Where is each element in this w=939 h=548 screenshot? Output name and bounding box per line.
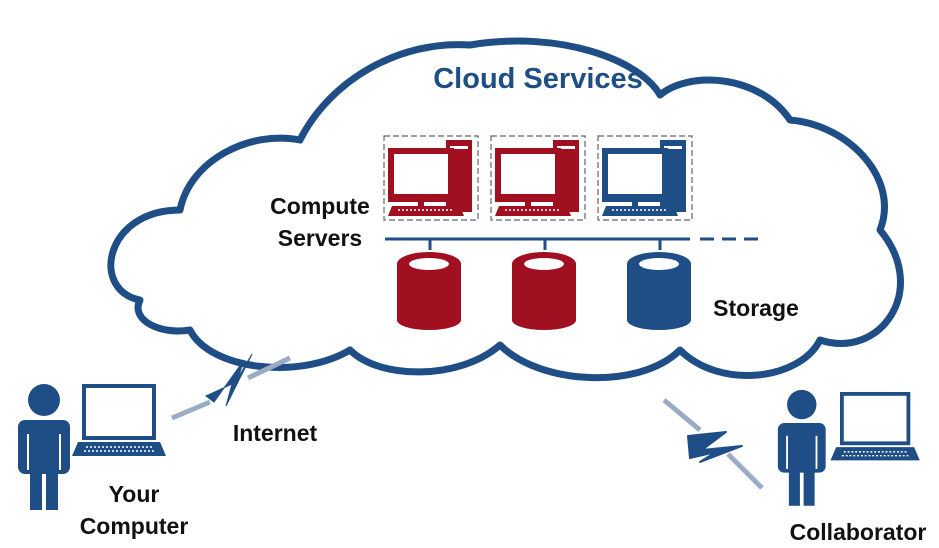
your-person-icon (17, 383, 71, 511)
server-3 (597, 135, 693, 221)
your-computer-label-line2: Computer (80, 513, 189, 539)
lightning-bolt-icon-left (205, 353, 253, 407)
server-1 (383, 135, 479, 221)
diagram-title: Cloud Services (433, 63, 643, 95)
storage-label: Storage (713, 295, 799, 321)
collaborator-laptop-icon (829, 391, 921, 462)
internet-label: Internet (233, 420, 318, 446)
compute-servers-label-line1: Compute (270, 193, 370, 219)
server-2 (490, 135, 586, 221)
your-laptop-icon (71, 383, 167, 457)
storage-db-2 (512, 252, 576, 330)
compute-servers-label-line2: Servers (278, 225, 362, 251)
collaborator-label: Collaborator (790, 519, 927, 545)
your-computer-label-line1: Your (109, 481, 160, 507)
storage-db-1 (397, 252, 461, 330)
collaborator-link (662, 398, 764, 490)
storage-db-3 (627, 252, 691, 330)
internet-link (171, 353, 292, 421)
collaborator-person-icon (776, 388, 827, 507)
lightning-bolt-icon-right (687, 431, 743, 463)
network-bus (385, 237, 760, 250)
